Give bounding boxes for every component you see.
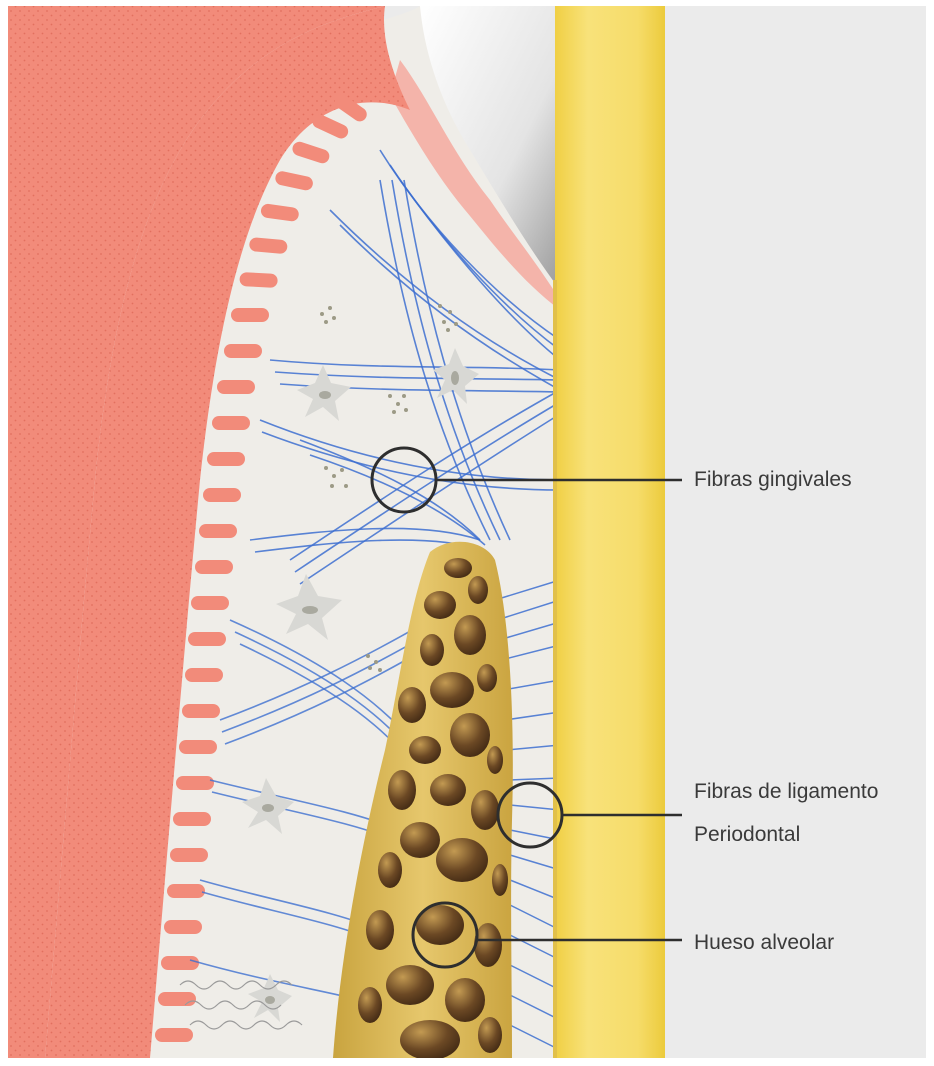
gingival-fibers-label: Fibras gingivales [694,465,852,495]
tooth-root [555,6,665,1058]
alveolar-bone-label: Hueso alveolar [694,928,834,958]
cementum-line [553,280,557,1058]
pdl-fibers-label-line1: Fibras de ligamento [694,777,878,807]
pdl-fibers-label-line2: Periodontal [694,820,800,850]
